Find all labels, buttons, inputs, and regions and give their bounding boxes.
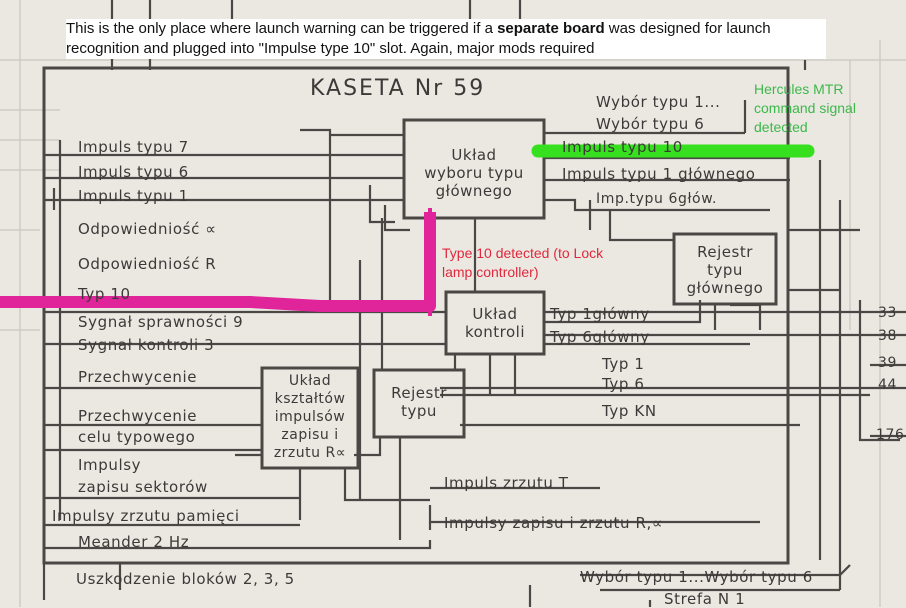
bottom-label: Impulsy zapisu i zrzutu R,∝ [444,514,664,532]
input-label: Sygnał sprawności 9 [78,313,244,331]
block-rejestr-typu-frame [372,368,466,439]
output-label: Typ 6 [602,375,645,393]
output-label: Typ 1 [602,355,645,373]
block-rejestr-glownego-frame [672,232,778,306]
input-label: Przechwycenie [78,368,198,386]
block-ksztaltow-impulsow: Układ kształtów impulsów zapisu i zrzutu… [273,373,347,461]
input-label: Odpowiedniość ∝ [78,220,217,238]
output-label: Imp.typu 6głów. [596,191,718,207]
input-label: Impulsy [78,456,142,474]
outside-label: Strefa N 1 [664,590,746,608]
outside-label: Wybór typu 1...Wybór typu 6 [580,568,813,586]
block-rejestr-glownego: Rejestr typu głównego [686,243,764,297]
cassette-title: KASETA Nr 59 [310,76,486,101]
block-wyboru-typu: Układ wyboru typu głównego [424,146,524,200]
output-label: Wybór typu 1... [596,93,721,111]
input-label: Przechwycenie [78,407,198,425]
input-label: Impuls typu 1 [78,187,189,205]
input-label-typ10: Typ 10 [78,285,131,303]
input-label: Odpowiedniość R [78,255,217,273]
type10-annotation: Type 10 detected (to Lock lamp controlle… [442,245,604,280]
output-label: Typ 6główny [550,328,650,346]
output-label: Typ KN [602,402,657,420]
input-label: Impuls typu 7 [78,138,189,156]
header-note: This is the only place where launch warn… [66,19,826,59]
pin-number: 39 [878,355,898,371]
block-rejestr-typu: Rejestr typu [391,384,447,420]
input-label: Impulsy zrzutu pamięci [52,507,240,525]
output-label: Impuls typu 1 głównego [562,165,756,183]
output-label: Wybór typu 6 [596,115,705,133]
cassette-frame [42,66,790,565]
input-label: celu typowego [78,428,196,446]
input-label: Sygnał kontroli 3 [78,336,215,354]
pin-number: 44 [878,377,898,393]
block-kontroli: Układ kontroli [464,305,526,341]
bottom-label: Impuls zrzutu T [444,474,569,492]
block-ksztaltow-frame [260,366,360,470]
pin-number: 176 [876,427,905,443]
output-label-impuls-typu-10: Impuls typu 10 [562,138,683,156]
pin-number: 38 [878,328,898,344]
input-label: Meander 2 Hz [78,533,190,551]
pin-number: 33 [878,305,898,321]
output-label: Typ 1główny [550,305,650,323]
outside-label: Uszkodzenie bloków 2, 3, 5 [76,570,295,588]
input-label: zapisu sektorów [78,478,208,496]
hercules-annotation: Hercules MTR command signal detected [754,81,856,135]
input-label: Impuls typu 6 [78,163,189,181]
